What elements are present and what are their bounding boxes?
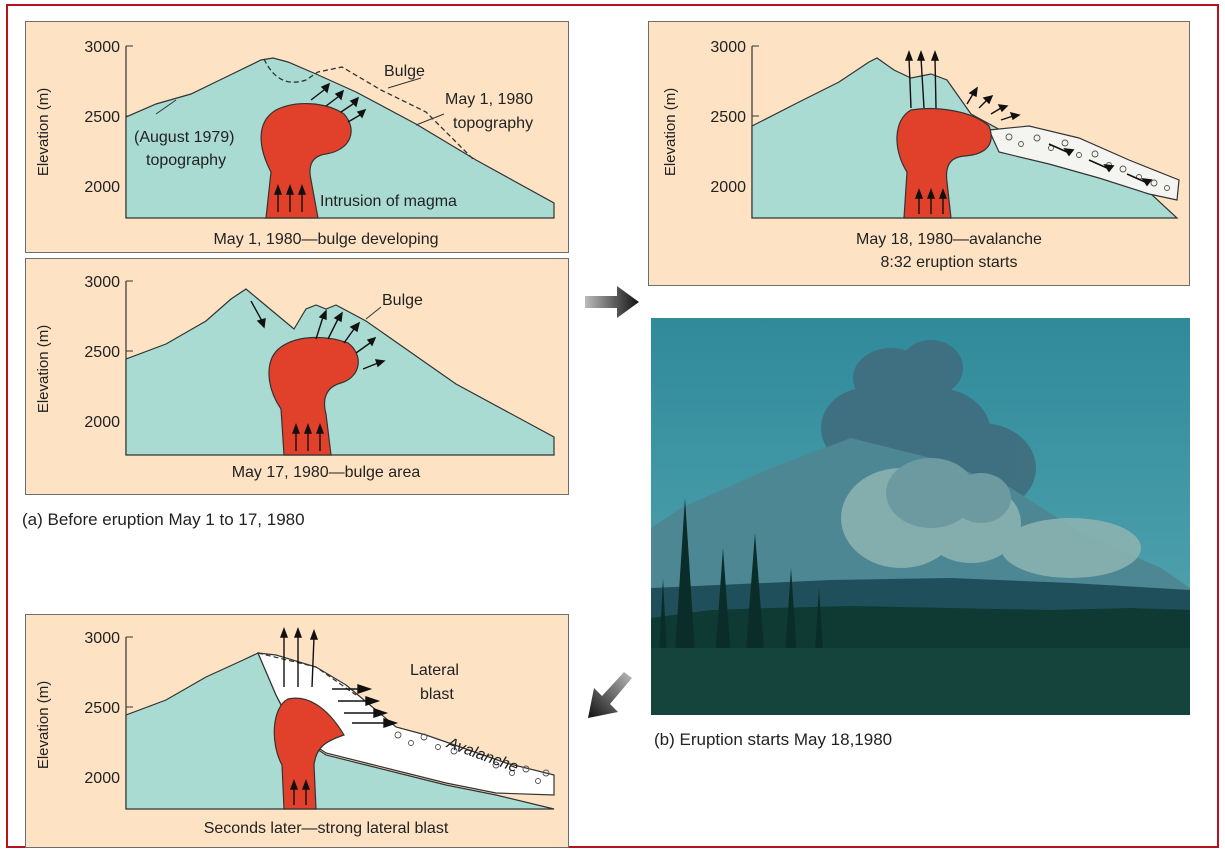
magma-intrusion xyxy=(273,697,345,810)
magma-intrusion xyxy=(896,107,992,219)
tick-3000: 3000 xyxy=(710,39,746,56)
label-bulge: Bulge xyxy=(384,63,425,80)
tick-2000: 2000 xyxy=(84,414,120,431)
cross-section-diagram: 3000 2500 2000 Elevation (m) Bulge May 1… xyxy=(35,39,555,248)
tick-2500: 2500 xyxy=(710,109,746,126)
y-axis-label: Elevation (m) xyxy=(35,325,52,413)
tick-3000: 3000 xyxy=(84,39,120,56)
tick-2500: 2500 xyxy=(84,700,120,717)
panel-bulge-area: 3000 2500 2000 Elevation (m) Bulge May 1… xyxy=(25,258,569,495)
label-may1: May 1, 1980 xyxy=(445,91,533,108)
caption-a: (a) Before eruption May 1 to 17, 1980 xyxy=(22,510,305,529)
tick-2500: 2500 xyxy=(84,344,120,361)
label-lateral: Lateral xyxy=(410,662,459,679)
label-bulge: Bulge xyxy=(382,292,423,309)
tick-3000: 3000 xyxy=(84,274,120,291)
panel-caption: May 17, 1980—bulge area xyxy=(232,464,421,481)
tick-2000: 2000 xyxy=(84,179,120,196)
arrow-right-icon xyxy=(585,286,639,318)
label-intrusion: Intrusion of magma xyxy=(320,193,457,210)
avalanche-debris xyxy=(988,125,1180,201)
y-axis-label: Elevation (m) xyxy=(662,88,679,176)
cross-section-diagram: 3000 2500 2000 Elevation (m) Lateral bla… xyxy=(35,627,555,837)
label-august-1979: (August 1979) xyxy=(134,129,235,146)
label-blast: blast xyxy=(420,686,454,703)
outer-frame xyxy=(6,4,1219,848)
panel-lateral-blast: 3000 2500 2000 Elevation (m) Lateral bla… xyxy=(25,614,569,848)
panel-avalanche: 3000 2500 2000 Elevation (m) xyxy=(648,21,1190,286)
tick-2000: 2000 xyxy=(710,179,746,196)
arrow-down-left-icon xyxy=(588,672,632,718)
label-may1-topography: topography xyxy=(453,115,533,132)
eruption-image xyxy=(651,318,1190,715)
panel-caption-line1: May 18, 1980—avalanche xyxy=(856,231,1042,248)
panel-bulge-developing: 3000 2500 2000 Elevation (m) Bulge May 1… xyxy=(25,21,569,253)
mountain-profile xyxy=(125,652,555,810)
label-august-topography: topography xyxy=(146,152,226,169)
caption-b: (b) Eruption starts May 18,1980 xyxy=(654,730,893,749)
magma-intrusion xyxy=(260,103,352,219)
panel-caption: May 1, 1980—bulge developing xyxy=(213,231,438,248)
cross-section-diagram: 3000 2500 2000 Elevation (m) xyxy=(662,39,1180,271)
eruption-photo xyxy=(651,318,1190,715)
tick-2500: 2500 xyxy=(84,109,120,126)
panel-caption-line2: 8:32 eruption starts xyxy=(881,254,1018,271)
bulge-outline xyxy=(263,58,475,161)
magma-intrusion xyxy=(268,336,359,456)
y-axis-label: Elevation (m) xyxy=(35,88,52,176)
cross-section-diagram: 3000 2500 2000 Elevation (m) Bulge May 1… xyxy=(35,274,555,481)
y-axis-label: Elevation (m) xyxy=(35,681,52,769)
panel-caption: Seconds later—strong lateral blast xyxy=(204,820,449,837)
tick-3000: 3000 xyxy=(84,630,120,647)
tick-2000: 2000 xyxy=(84,770,120,787)
